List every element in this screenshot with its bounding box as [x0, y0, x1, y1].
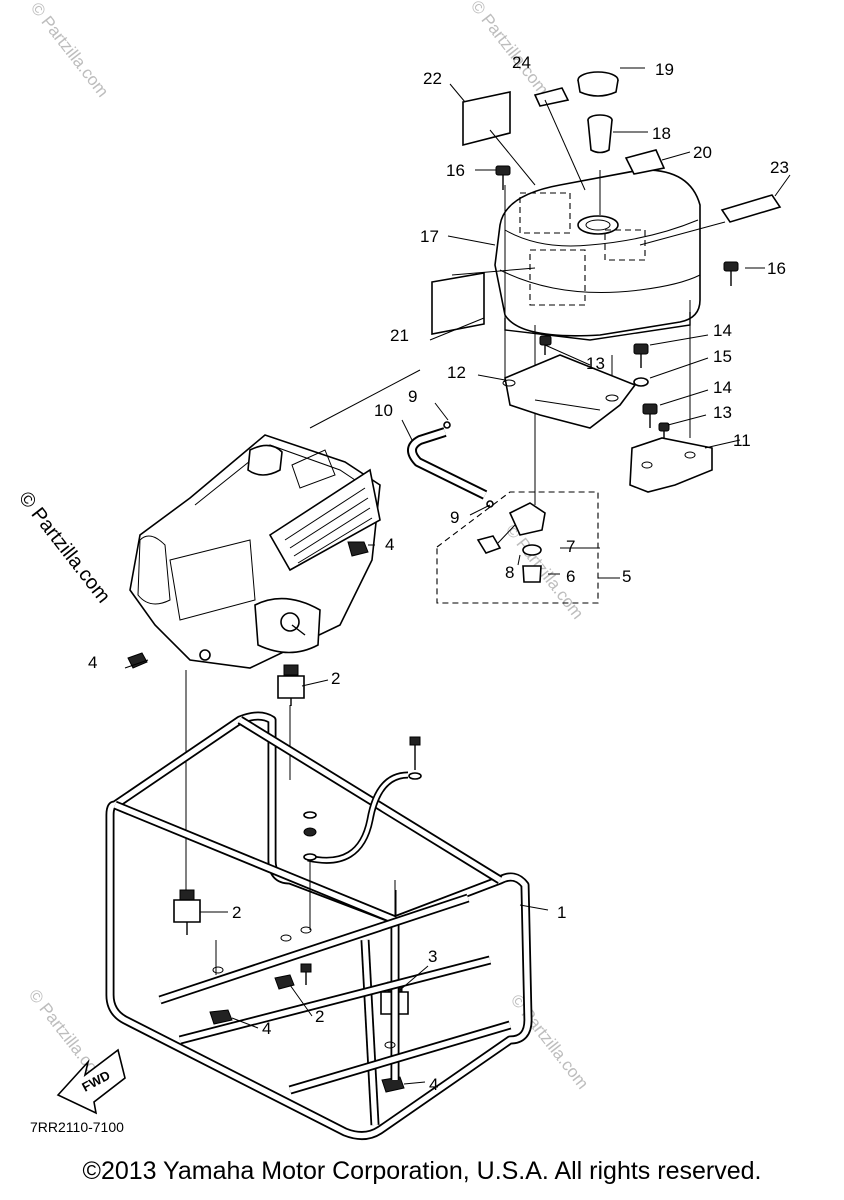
ground-wire — [303, 736, 422, 930]
callout-12: 12 — [447, 363, 466, 382]
bolt — [633, 343, 649, 368]
callout-2: 2 — [232, 903, 241, 922]
callout-13: 13 — [586, 354, 605, 373]
callout-8: 8 — [505, 563, 514, 582]
fuel-strainer — [587, 114, 613, 154]
callout-18: 18 — [652, 124, 671, 143]
callout-16: 16 — [767, 259, 786, 278]
fwd-arrow-icon: FWD — [56, 1048, 126, 1115]
callout-11: 11 — [733, 431, 751, 450]
callout-17: 17 — [420, 227, 439, 246]
watermark: © Partzilla.com — [27, 0, 113, 101]
callout-20: 20 — [693, 143, 712, 162]
bolt — [723, 261, 739, 286]
callout-9: 9 — [450, 508, 459, 527]
nut — [127, 652, 148, 669]
callout-22: 22 — [423, 69, 442, 88]
callout-layer: 1 2 2 2 3 4 4 4 4 5 6 7 8 9 9 10 11 12 1… — [88, 53, 789, 1094]
bolt — [495, 165, 511, 190]
callout-4: 4 — [262, 1019, 271, 1038]
callout-7: 7 — [566, 537, 575, 556]
fuel-cock-assembly — [436, 491, 599, 604]
callout-15: 15 — [713, 347, 732, 366]
drawing-code: 7RR2110-7100 — [30, 1119, 124, 1135]
leader-lines-upper — [429, 67, 791, 505]
callout-5: 5 — [622, 567, 631, 586]
watermark-dark: © Partzilla.com — [14, 488, 114, 608]
nut — [209, 1009, 233, 1025]
fuel-hose — [407, 421, 494, 508]
callout-23: 23 — [770, 158, 789, 177]
rubber-mount — [277, 664, 305, 706]
bolt — [642, 403, 658, 428]
side-bracket — [629, 437, 713, 493]
bolt — [658, 422, 670, 441]
rubber-mount — [173, 889, 201, 935]
callout-1: 1 — [557, 903, 566, 922]
nut — [347, 541, 369, 557]
callout-13: 13 — [713, 403, 732, 422]
fuel-tank — [494, 169, 701, 341]
fuel-cap — [577, 71, 619, 97]
callout-10: 10 — [374, 401, 393, 420]
callout-21: 21 — [390, 326, 409, 345]
callout-14: 14 — [713, 321, 732, 340]
bolt — [300, 963, 312, 985]
callout-3: 3 — [428, 947, 437, 966]
decal-labels — [431, 87, 782, 335]
callout-14: 14 — [713, 378, 732, 397]
washer — [633, 377, 649, 387]
bolt — [539, 335, 552, 355]
engine — [129, 434, 381, 669]
callout-24: 24 — [512, 53, 531, 72]
leader-lines-lower — [200, 679, 549, 1085]
callout-2: 2 — [315, 1007, 324, 1026]
copyright-notice: ©2013 Yamaha Motor Corporation, U.S.A. A… — [82, 1157, 762, 1185]
leader-lines-middle — [124, 334, 741, 980]
callout-4: 4 — [429, 1075, 438, 1094]
callout-9: 9 — [408, 387, 417, 406]
callout-19: 19 — [655, 60, 674, 79]
callout-6: 6 — [566, 567, 575, 586]
callout-4: 4 — [385, 535, 394, 554]
callout-2: 2 — [331, 669, 340, 688]
pipe-frame — [105, 711, 533, 1140]
watermark: © Partzilla.com — [467, 0, 553, 99]
callout-4: 4 — [88, 653, 97, 672]
nut — [274, 974, 295, 990]
tank-bracket — [502, 354, 637, 429]
callout-16: 16 — [446, 161, 465, 180]
